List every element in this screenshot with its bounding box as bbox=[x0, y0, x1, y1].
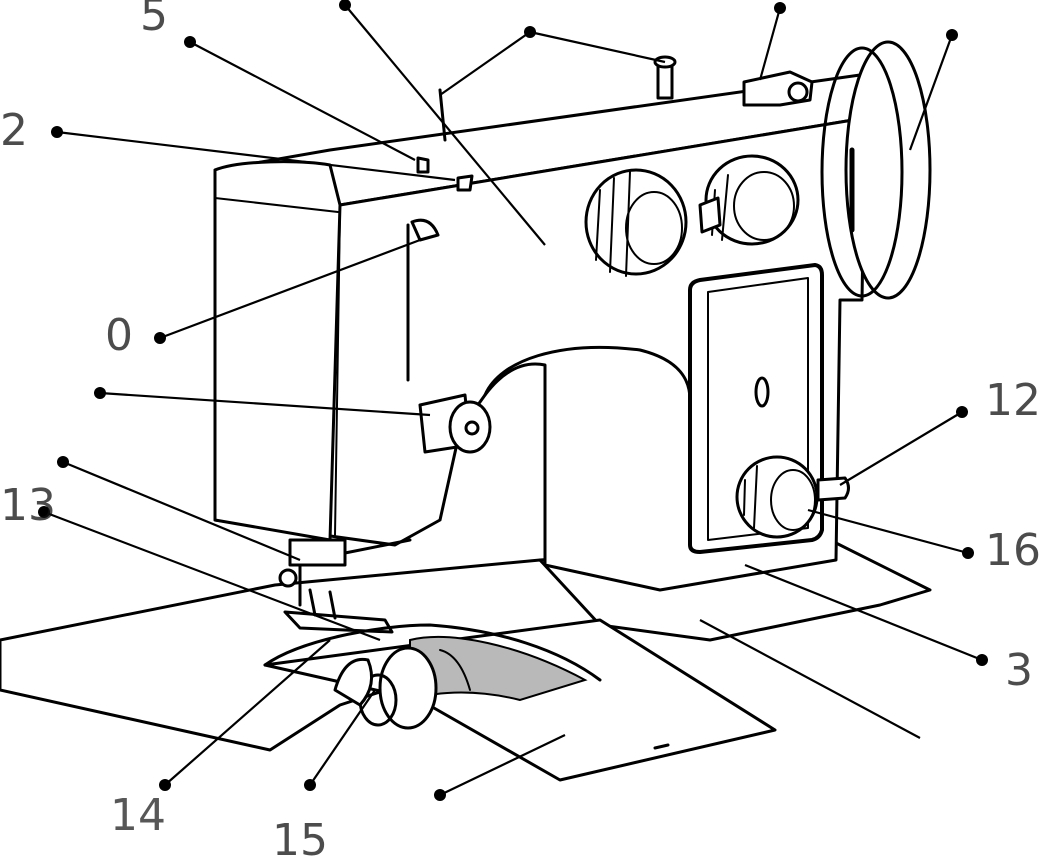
label-13: 13 bbox=[0, 480, 56, 531]
stitch-length-dial-top bbox=[698, 154, 800, 246]
label-2: 2 bbox=[0, 105, 28, 156]
spool-pin bbox=[653, 55, 677, 100]
reverse-lever bbox=[816, 476, 850, 502]
label-15: 15 bbox=[272, 815, 328, 860]
pattern-dial bbox=[584, 168, 688, 277]
bobbin-area bbox=[263, 623, 670, 750]
pointer-lines bbox=[43, 4, 983, 796]
label-14: 14 bbox=[110, 790, 166, 841]
handwheel bbox=[820, 40, 932, 300]
bobbin-winder bbox=[742, 70, 814, 107]
label-12: 12 bbox=[985, 375, 1041, 426]
label-5: 5 bbox=[140, 0, 168, 41]
label-3: 3 bbox=[1005, 645, 1033, 696]
label-16: 16 bbox=[985, 525, 1041, 576]
thread-guides bbox=[416, 88, 474, 192]
label-0: 0 bbox=[105, 310, 133, 361]
stitch-selector-dial bbox=[735, 455, 819, 539]
pointer-dots bbox=[38, 0, 988, 801]
tension-dial bbox=[418, 393, 492, 454]
